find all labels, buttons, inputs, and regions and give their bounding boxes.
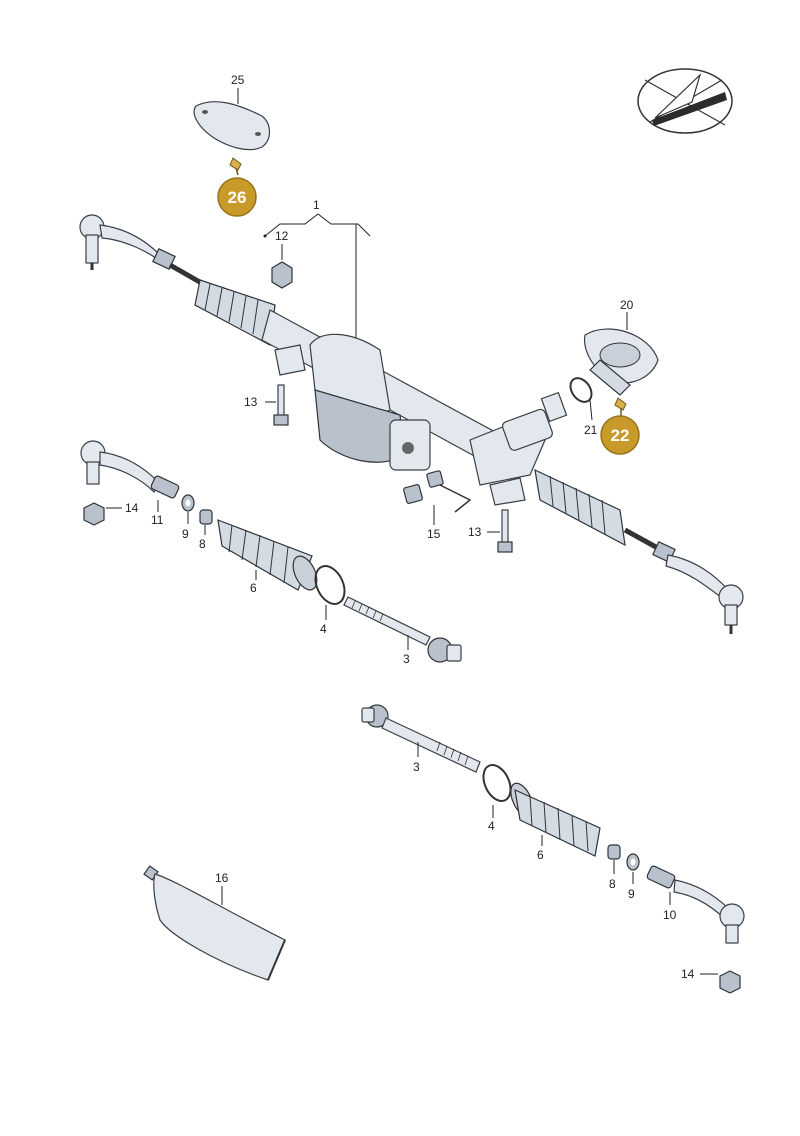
- grease-tube-16[interactable]: [143, 865, 286, 981]
- bolt-13-left[interactable]: [273, 384, 289, 426]
- label-12: 12: [275, 229, 289, 243]
- inner-tie-rod-3-left[interactable]: [343, 596, 462, 663]
- orientation-compass-icon: [637, 68, 733, 134]
- nut-14-right[interactable]: [719, 970, 741, 994]
- label-6-left: 6: [250, 581, 257, 595]
- label-8-left: 8: [199, 537, 206, 551]
- connector-15[interactable]: [403, 470, 472, 513]
- clamp-ring-4-right[interactable]: [478, 761, 516, 806]
- badge-22-text: 22: [611, 426, 630, 445]
- label-15: 15: [427, 527, 441, 541]
- label-6-right: 6: [537, 848, 544, 862]
- clamp-8-left[interactable]: [199, 509, 213, 525]
- bellows-boot-6-left[interactable]: [217, 519, 322, 594]
- label-8-right: 8: [609, 877, 616, 891]
- nut-12[interactable]: [271, 261, 293, 289]
- leader-21: [589, 399, 593, 421]
- label-13-right: 13: [468, 525, 482, 539]
- label-3-left: 3: [403, 652, 410, 666]
- label-11: 11: [151, 513, 164, 527]
- label-21: 21: [584, 423, 598, 437]
- badge-26-text: 26: [228, 188, 247, 207]
- inner-tie-rod-3-right[interactable]: [361, 704, 481, 773]
- screw-22[interactable]: [614, 397, 627, 416]
- bolt-13-right[interactable]: [497, 509, 513, 553]
- tie-rod-end-11[interactable]: [80, 440, 180, 499]
- cover-plate-25[interactable]: [193, 101, 271, 151]
- steering-rack-assembly[interactable]: [79, 214, 744, 634]
- badge-26[interactable]: 26: [217, 177, 257, 217]
- clamp-8-right[interactable]: [607, 844, 621, 860]
- bellows-boot-6-right[interactable]: [506, 780, 601, 857]
- pinion-seal-20[interactable]: [583, 328, 659, 396]
- label-20: 20: [620, 298, 634, 312]
- label-10: 10: [663, 908, 677, 922]
- label-25: 25: [231, 73, 245, 87]
- label-4-left: 4: [320, 622, 327, 636]
- label-13-left: 13: [244, 395, 258, 409]
- label-9-right: 9: [628, 887, 635, 901]
- tie-rod-end-10[interactable]: [646, 865, 745, 944]
- label-16: 16: [215, 871, 229, 885]
- label-14-left: 14: [125, 501, 139, 515]
- label-4-right: 4: [488, 819, 495, 833]
- clamp-ring-4-left[interactable]: [310, 561, 350, 608]
- screw-26[interactable]: [229, 157, 242, 176]
- bracket-1: [264, 213, 371, 340]
- nut-14-left[interactable]: [83, 502, 105, 526]
- label-1: 1: [313, 198, 320, 212]
- washer-9-left[interactable]: [181, 494, 195, 512]
- seal-ring-21[interactable]: [566, 374, 596, 406]
- label-3-right: 3: [413, 760, 420, 774]
- label-9-left: 9: [182, 527, 189, 541]
- washer-9-right[interactable]: [626, 853, 640, 871]
- label-14-right: 14: [681, 967, 695, 981]
- badge-22[interactable]: 22: [600, 415, 640, 455]
